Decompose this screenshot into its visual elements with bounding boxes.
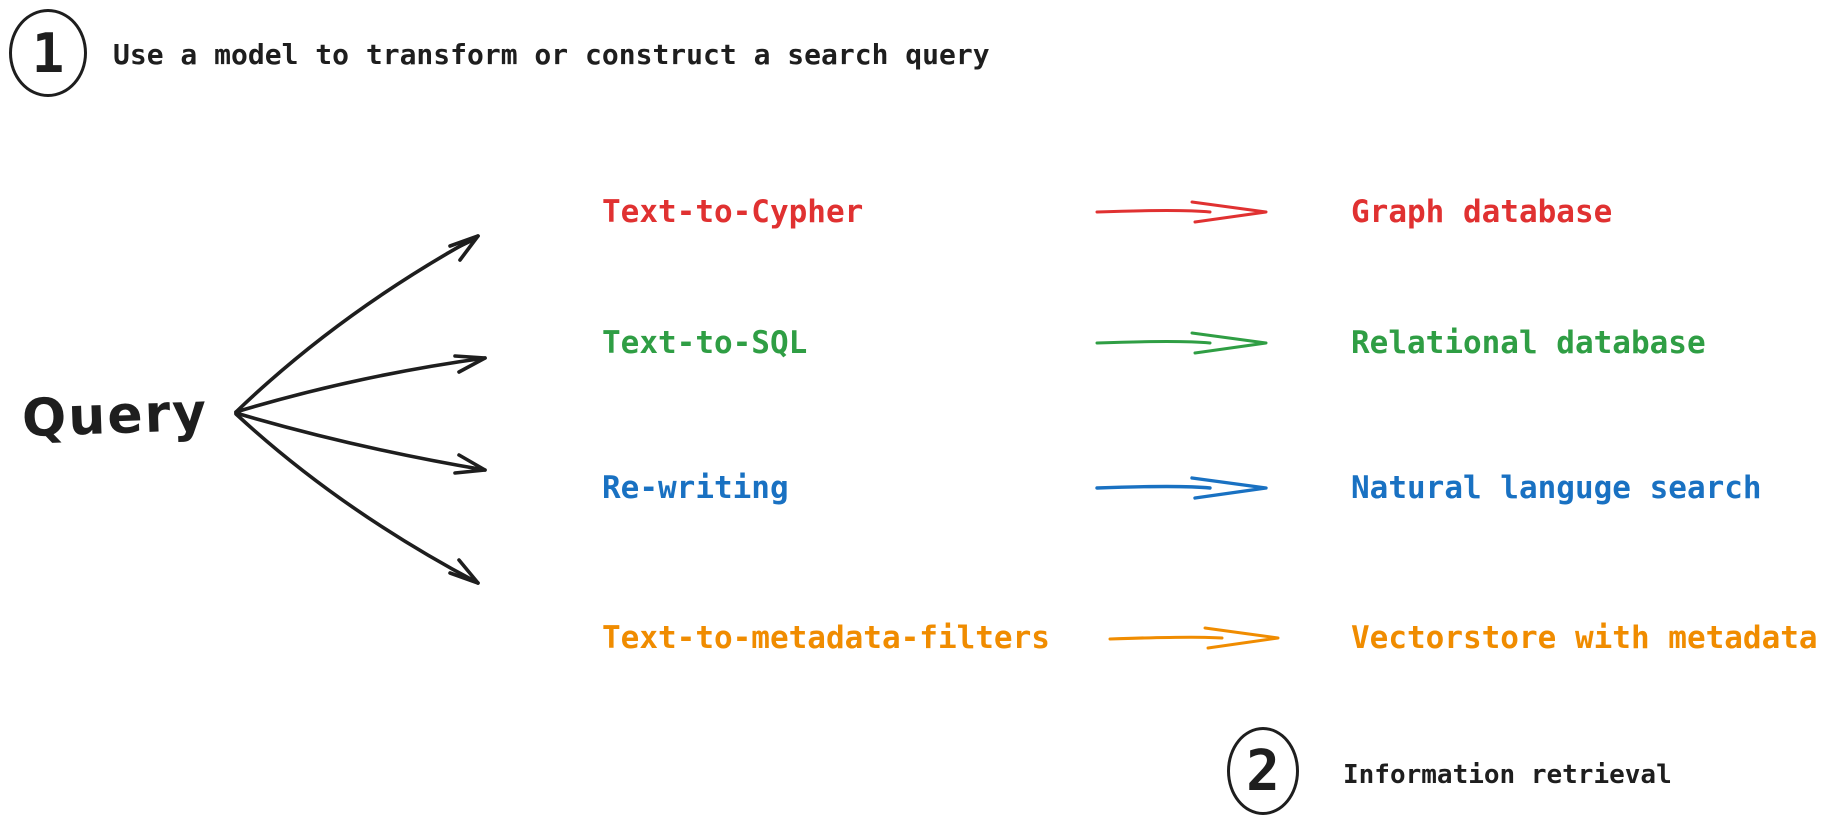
query-node: Query xyxy=(21,382,210,450)
fan-arrow-shaft xyxy=(234,356,487,414)
arrow-head xyxy=(1190,476,1268,500)
arrow-head xyxy=(1190,331,1268,355)
step-1-label: Use a model to transform or construct a … xyxy=(113,38,990,71)
fan-arrow-head xyxy=(453,453,487,475)
target-label: Vectorstore with metadata xyxy=(1351,620,1818,656)
target-label: Graph database xyxy=(1351,194,1613,230)
arrow-head xyxy=(1203,626,1280,650)
row-arrow-re-writing xyxy=(1095,476,1268,500)
step-2-number: 2 xyxy=(1246,738,1280,804)
step-2-badge: 2 xyxy=(1227,727,1299,815)
method-label: Text-to-SQL xyxy=(602,325,808,361)
row-arrow-text-to-sql xyxy=(1095,331,1268,355)
arrow-shaft xyxy=(1095,484,1212,490)
transform-row-text-to-metadata-filters: Text-to-metadata-filters Vectorstore wit… xyxy=(0,616,1841,660)
method-label: Text-to-Cypher xyxy=(602,194,864,230)
fan-arrow-head xyxy=(445,239,474,255)
fan-arrow-head xyxy=(453,354,487,374)
arrow-shaft xyxy=(1095,340,1212,345)
query-fan-arrows xyxy=(234,234,487,585)
method-label: Re-writing xyxy=(602,470,789,506)
row-arrow-text-to-metadata-filters xyxy=(1108,626,1280,650)
arrow-head xyxy=(1190,200,1268,224)
fan-arrow-head xyxy=(448,558,480,585)
method-label: Text-to-metadata-filters xyxy=(602,620,1050,656)
fan-arrow-shaft xyxy=(234,411,487,472)
step-1-number: 1 xyxy=(31,21,65,85)
fan-arrow-shaft xyxy=(234,412,480,585)
row-arrow-text-to-cypher xyxy=(1095,200,1268,224)
target-label: Relational database xyxy=(1351,325,1706,361)
fan-arrow-head xyxy=(448,234,480,262)
target-label: Natural languge search xyxy=(1351,470,1762,506)
fan-arrow-shaft xyxy=(234,234,480,414)
arrow-shaft xyxy=(1108,635,1224,641)
transform-row-re-writing: Re-writing Natural languge search xyxy=(0,466,1841,510)
transform-row-text-to-cypher: Text-to-Cypher Graph database xyxy=(0,190,1841,234)
arrow-shaft xyxy=(1095,209,1212,214)
step-1-badge: 1 xyxy=(9,9,87,97)
transform-row-text-to-sql: Text-to-SQL Relational database xyxy=(0,321,1841,365)
step-2-label: Information retrieval xyxy=(1343,760,1672,790)
